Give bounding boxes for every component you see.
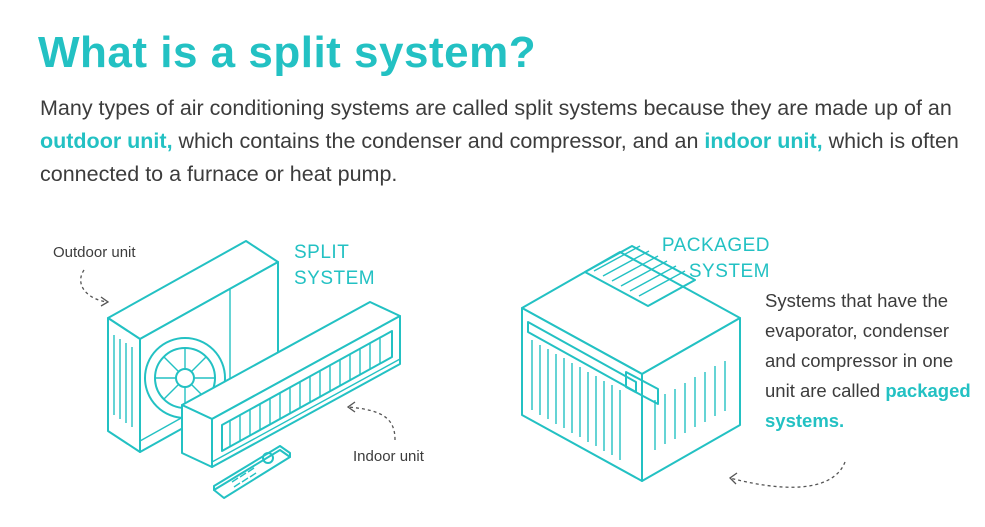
intro-paragraph: Many types of air conditioning systems a… [40,92,960,191]
remote-control-illustration [213,445,291,499]
split-system-heading: SPLIT SYSTEM [294,240,375,292]
packaged-systems-highlight: packaged systems. [765,380,971,431]
intro-text-2: which contains the condenser and compres… [172,129,705,153]
split-heading-line2: SYSTEM [294,268,376,289]
outdoor-arrow [80,269,110,307]
outdoor-unit-highlight: outdoor unit, [40,129,173,153]
indoor-arrow [346,401,396,441]
packaged-description: Systems that have the evaporator, conden… [765,286,975,436]
packaged-unit-illustration [521,245,741,482]
packaged-heading-line1: PACKAGED [661,235,770,256]
split-heading-line1: SPLIT [294,242,350,263]
intro-text-1: Many types of air conditioning systems a… [40,96,952,120]
packaged-arrow [728,461,846,488]
packaged-heading-line2: SYSTEM [688,261,770,282]
indoor-unit-highlight: indoor unit, [704,129,823,153]
intro-text-3: which is often connected to a furnace or… [40,129,959,186]
outdoor-unit-label: Outdoor unit [53,244,136,261]
packaged-desc-text: Systems that have the evaporator, conden… [765,290,954,401]
indoor-unit-illustration [181,301,401,468]
page-title: What is a split system? [38,28,537,77]
packaged-system-heading: PACKAGED SYSTEM [654,233,770,285]
indoor-unit-label: Indoor unit [353,448,424,465]
